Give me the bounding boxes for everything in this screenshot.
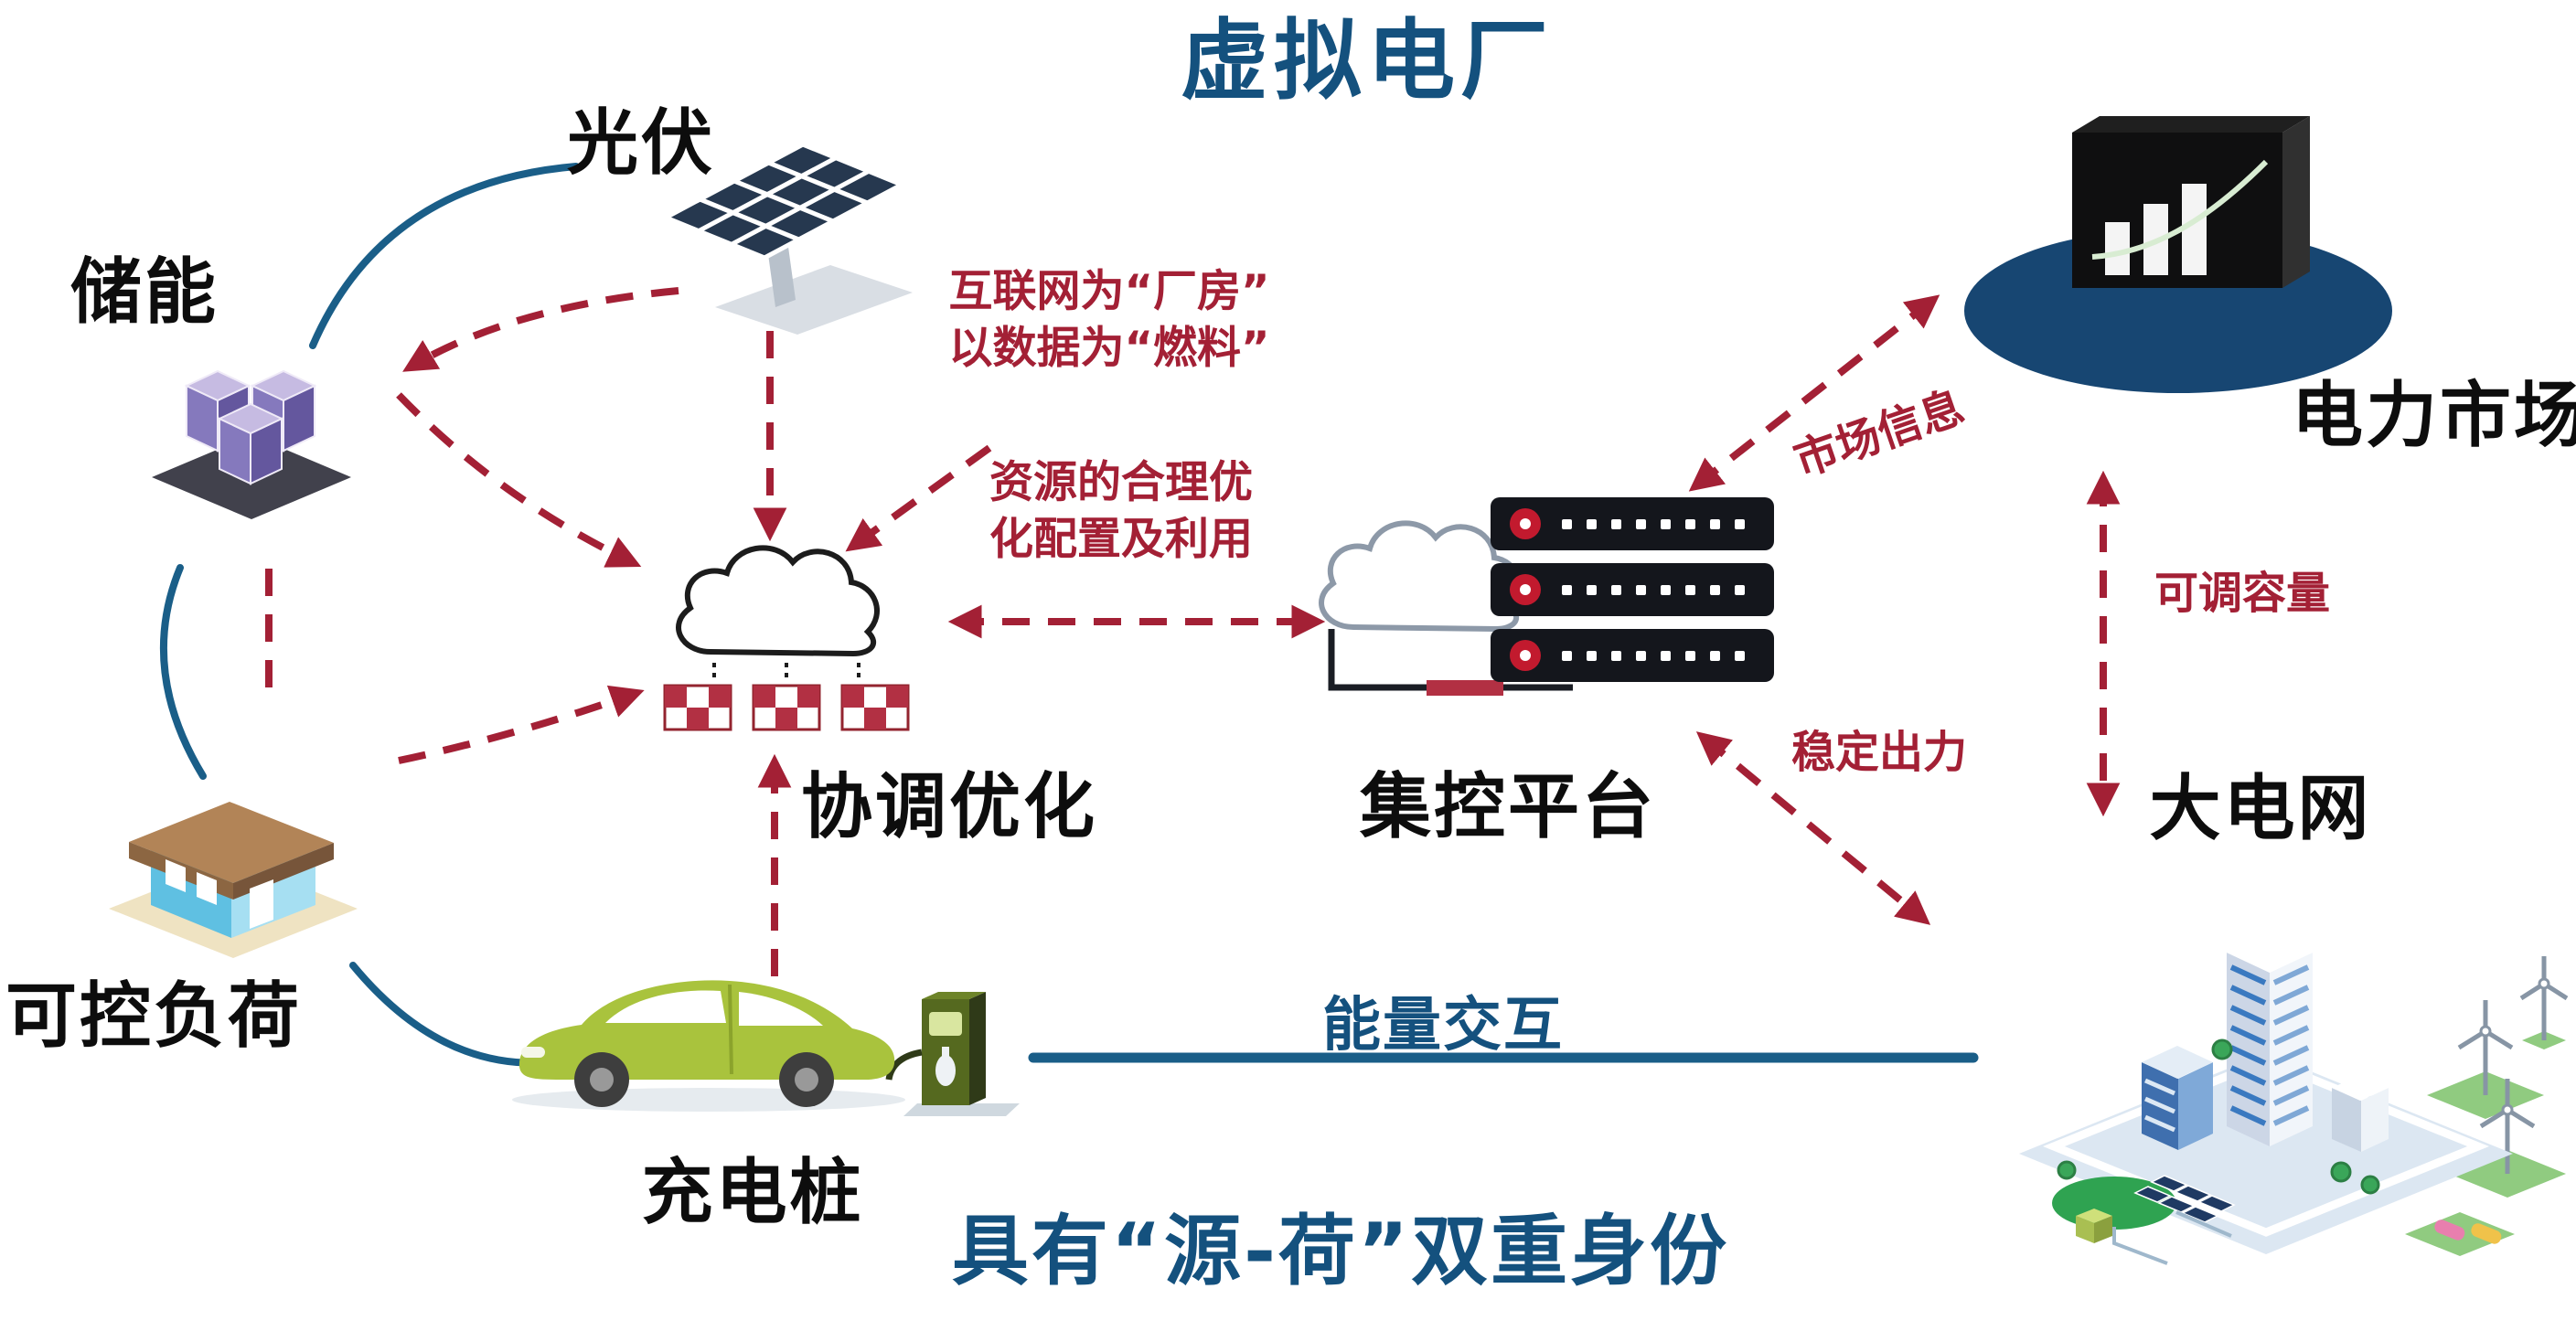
house-icon <box>96 731 370 960</box>
cloud-containers-art <box>663 545 910 731</box>
city-grid-art <box>2019 932 2569 1265</box>
label-charger: 充电桩 <box>641 1152 864 1234</box>
arrow-storage-cloud <box>396 392 642 568</box>
label-load: 可控负荷 <box>5 975 303 1058</box>
market-chart-art <box>1964 116 2392 393</box>
city-grid-icon <box>1948 814 2576 1280</box>
page-title: 虚拟电厂 <box>1181 9 1554 112</box>
label-coordination: 协调优化 <box>800 766 1098 848</box>
label-grid: 大电网 <box>2149 768 2372 850</box>
note-energy-exchange: 能量交互 <box>1322 992 1564 1060</box>
note-resource-line2: 化配置及利用 <box>989 514 1254 565</box>
note-resource-line1: 资源的合理优 <box>989 456 1254 508</box>
ev-car-art <box>512 980 1020 1116</box>
solar-panel-icon <box>631 119 933 338</box>
cloud-servers-art <box>1319 497 1774 696</box>
note-capacity: 可调容量 <box>2154 567 2331 619</box>
battery-storage-art <box>152 369 351 519</box>
house-art <box>109 802 358 958</box>
arrow-pv-storage <box>402 287 679 372</box>
note-resource: 资源的合理优 化配置及利用 <box>989 454 1253 569</box>
arrow-platform-grid <box>1695 731 1931 925</box>
bottom-caption: 具有“源-荷”双重身份 <box>951 1206 1730 1296</box>
note-internet-line1: 互联网为“厂房” <box>948 265 1270 317</box>
link-storage-load <box>159 564 207 780</box>
ev-car-charging-icon <box>494 891 1024 1138</box>
market-chart-icon <box>1957 78 2396 398</box>
arrow-note-cloud <box>845 444 992 552</box>
battery-storage-icon <box>146 338 357 521</box>
label-pv: 光伏 <box>566 102 716 185</box>
note-internet: 互联网为“厂房” 以数据为“燃料” <box>948 263 1269 378</box>
label-market: 电力市场 <box>2291 375 2576 457</box>
arrow-platform-market <box>1688 294 1940 492</box>
link-storage-pv <box>309 163 580 349</box>
label-platform: 集控平台 <box>1359 766 1657 848</box>
note-output: 稳定出力 <box>1790 726 1968 778</box>
note-internet-line2: 以数据为“燃料” <box>948 323 1270 374</box>
solar-panel-art <box>660 142 913 335</box>
arrow-load-cloud <box>398 685 645 764</box>
cloud-servers-icon <box>1299 475 1792 713</box>
cloud-containers-icon <box>654 498 919 736</box>
label-storage: 储能 <box>69 251 219 334</box>
